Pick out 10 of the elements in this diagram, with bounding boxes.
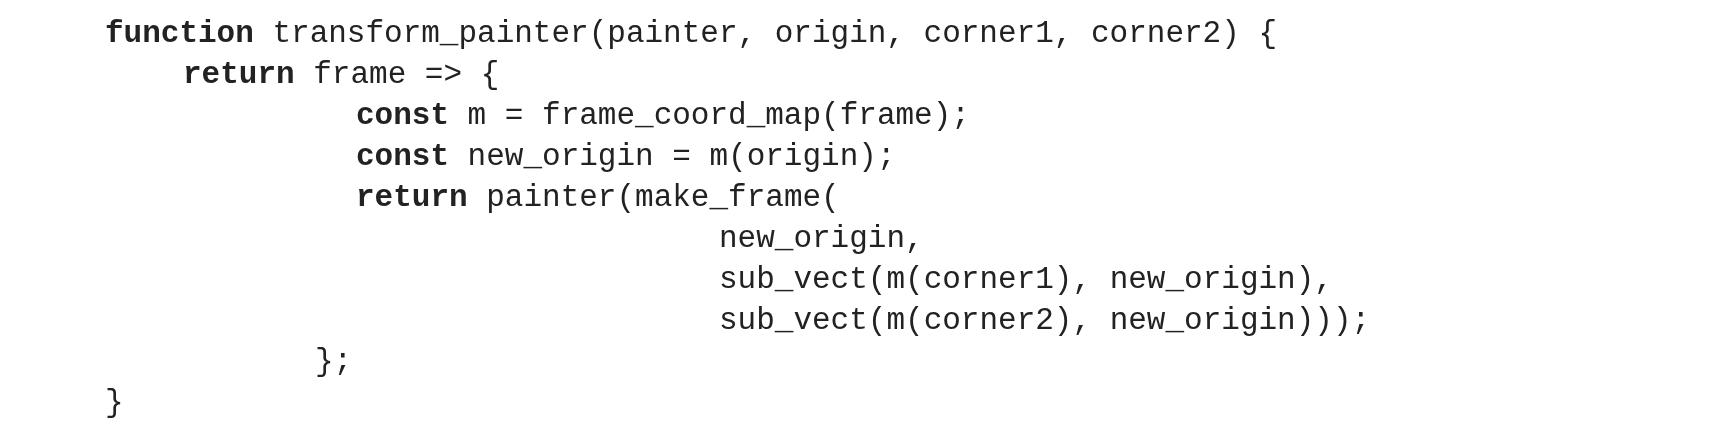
code-line: return frame => { <box>183 57 500 93</box>
code-line: return painter(make_frame( <box>356 180 840 216</box>
code-line: sub_vect(m(corner2), new_origin))); <box>719 303 1371 339</box>
code-line: function transform_painter(painter, origin, corner1, corner2) { <box>105 16 1277 52</box>
code-line: const m = frame_coord_map(frame); <box>356 98 970 134</box>
code-line: const new_origin = m(origin); <box>356 139 896 175</box>
code-line: sub_vect(m(corner1), new_origin), <box>719 262 1333 298</box>
code-line: }; <box>315 344 353 380</box>
code-line: } <box>105 385 124 421</box>
code-line: new_origin, <box>719 221 924 257</box>
